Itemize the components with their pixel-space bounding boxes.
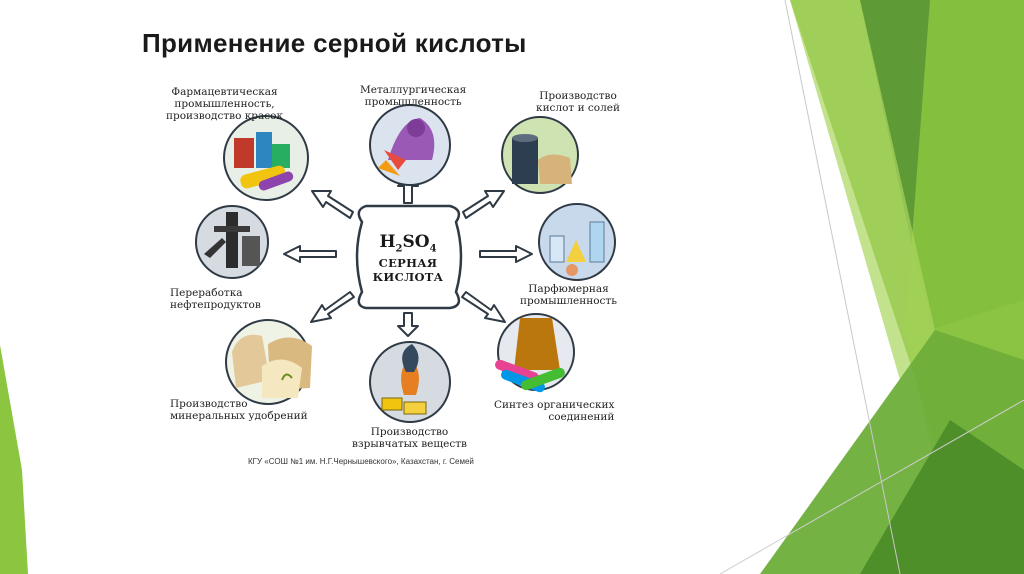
deco-line-1 <box>784 0 901 574</box>
pharmacy-paint-icon <box>223 115 309 201</box>
page-title: Применение серной кислоты <box>142 28 527 58</box>
center-line-1: СЕРНАЯ <box>378 256 438 270</box>
acids-salts-icon <box>501 116 579 194</box>
label-oil: Переработка нефтепродуктов <box>170 287 261 311</box>
footer-credit: КГУ «СОШ №1 им. Н.Г.Чернышевского», Каза… <box>248 457 474 466</box>
deco-shape-4 <box>790 0 935 380</box>
center-line-2: КИСЛОТА <box>372 270 444 284</box>
arrow-right <box>479 245 533 263</box>
textile-icon <box>495 313 575 393</box>
label-acids-salts: Производство кислот и солей <box>536 90 620 114</box>
deco-line-2 <box>719 399 1024 574</box>
arrow-down-left <box>310 291 355 323</box>
label-metallurgy: Металлургическая промышленность <box>360 84 467 108</box>
deco-shape-7 <box>0 345 28 574</box>
formula: H2SO4 <box>379 232 437 255</box>
arrow-down-right <box>461 291 506 323</box>
label-explosives: Производство взрывчатых веществ <box>352 426 467 450</box>
center-box: H2SO4 СЕРНАЯ КИСЛОТА <box>352 212 464 302</box>
arrow-up-right <box>462 190 505 219</box>
arrow-left <box>283 245 337 263</box>
label-perfume: Парфюмерная промышленность <box>520 283 617 307</box>
fertilizer-icon <box>225 319 312 405</box>
label-organic: Синтез органических соединений <box>494 399 615 423</box>
perfume-icon <box>538 203 616 281</box>
arrow-up-left <box>311 190 354 219</box>
arrow-down <box>397 312 419 337</box>
deco-shape-6 <box>860 420 1024 574</box>
label-pharmacy: Фармацевтическая промышленность, произво… <box>166 86 284 122</box>
oil-rig-icon <box>195 205 269 279</box>
metallurgy-icon <box>369 104 451 186</box>
label-fertilizer: Производство минеральных удобрений <box>170 398 308 422</box>
explosion-icon <box>369 341 451 423</box>
center-frame <box>355 204 463 310</box>
